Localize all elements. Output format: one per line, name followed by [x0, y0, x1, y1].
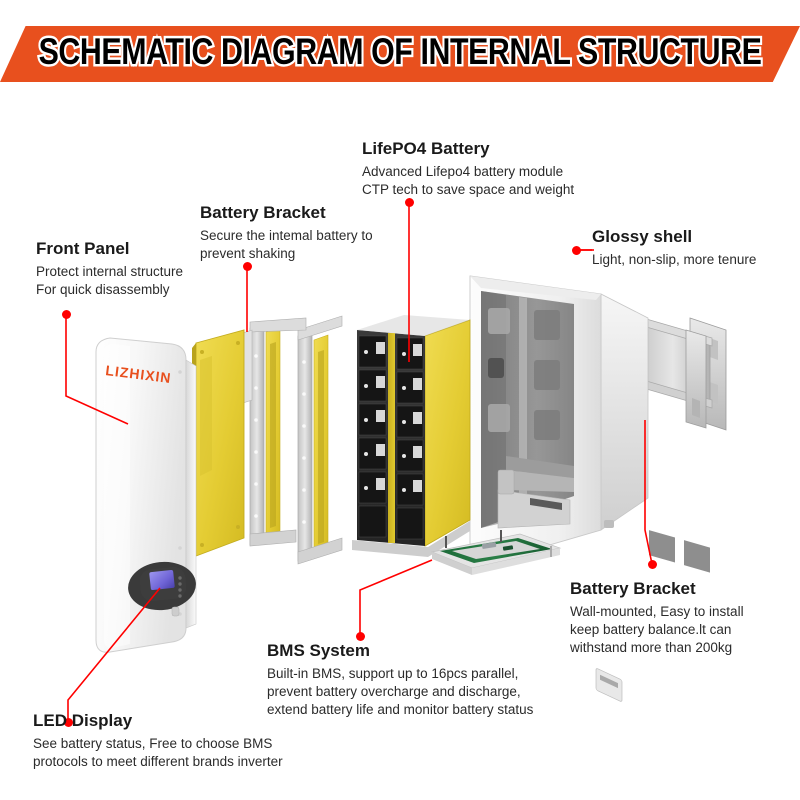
callout-title: BMS System	[267, 641, 370, 660]
battery-module-part	[352, 315, 471, 557]
leader-led-display	[67, 587, 161, 722]
callout-description: Light, non-slip, more tenure	[592, 252, 757, 268]
leader-dot-glossy-shell	[572, 246, 581, 255]
leader-dot-battery-bracket-right	[648, 560, 657, 569]
callout-title: Battery Bracket	[200, 203, 326, 222]
callout-description: Built-in BMS, support up to 16pcs parall…	[267, 666, 534, 717]
header-banner: SCHEMATIC DIAGRAM OF INTERNAL STRUCTURE	[0, 26, 800, 82]
leader-battery-bracket-right	[644, 420, 653, 565]
leader-dot-lifepo4	[405, 198, 414, 207]
leader-dot-battery-bracket-left	[243, 262, 252, 271]
wall-bracket-part	[635, 315, 727, 573]
page-title: SCHEMATIC DIAGRAM OF INTERNAL STRUCTURE	[37, 29, 764, 75]
callout-description: Protect internal structure For quick dis…	[36, 264, 184, 298]
callout-lifepo4-battery: LifePO4 Battery Advanced Lifepo4 battery…	[362, 138, 574, 199]
callout-title: LifePO4 Battery	[362, 139, 490, 158]
callout-battery-bracket-right: Battery Bracket Wall-mounted, Easy to in…	[570, 578, 744, 657]
front-panel-part	[95, 337, 197, 653]
callout-title: LED Display	[33, 711, 133, 730]
callout-description: Secure the intemal battery to prevent sh…	[200, 228, 373, 262]
header-banner-shape	[0, 26, 800, 82]
callout-description: Advanced Lifepo4 battery module CTP tech…	[362, 164, 575, 198]
bms-board-part	[430, 530, 562, 575]
callout-front-panel: Front Panel Protect internal structure F…	[36, 238, 183, 299]
callout-description: Wall-mounted, Easy to install keep batte…	[570, 604, 744, 655]
callout-title: Glossy shell	[592, 227, 693, 246]
callout-battery-bracket-left: Battery Bracket Secure the intemal batte…	[200, 202, 373, 263]
callout-glossy-shell: Glossy shell Light, non-slip, more tenur…	[592, 226, 756, 269]
callout-led-display: LED Display See battery status, Free to …	[33, 710, 283, 771]
leader-dot-bms	[356, 632, 365, 641]
callout-title: Battery Bracket	[570, 579, 696, 598]
bracket-part-2	[297, 315, 343, 565]
brand-logo: LIZHIXIN	[105, 362, 173, 386]
callout-description: See battery status, Free to choose BMS p…	[33, 736, 283, 770]
callout-title: Front Panel	[36, 239, 130, 258]
insulation-plate-part	[192, 329, 245, 560]
callout-bms-system: BMS System Built-in BMS, support up to 1…	[267, 640, 533, 719]
leader-dot-led-display	[64, 718, 73, 727]
leader-dot-front-panel	[62, 310, 71, 319]
bracket-part-1	[239, 317, 307, 547]
leader-bms	[359, 559, 433, 636]
leader-front-panel	[65, 314, 129, 425]
